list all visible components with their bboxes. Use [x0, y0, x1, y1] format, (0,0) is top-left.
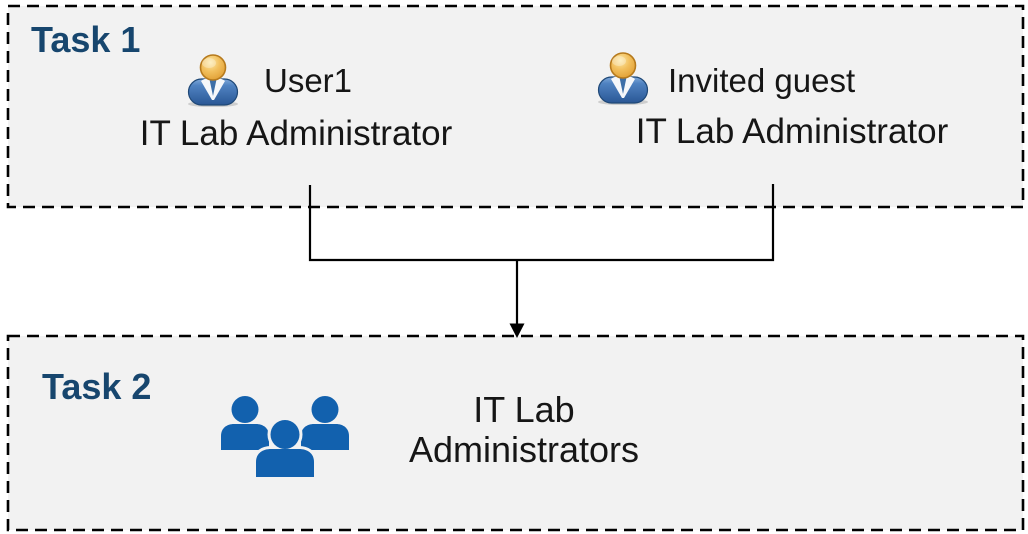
- person-role: IT Lab Administrator: [635, 112, 949, 151]
- task1-title: Task 1: [31, 19, 141, 60]
- person-icon: [597, 52, 649, 105]
- task2-box: [6, 334, 1025, 532]
- person-name: User1: [264, 62, 353, 99]
- people-group-icon: [221, 396, 349, 477]
- task1-box: [6, 4, 1025, 209]
- group-label: IT Lab Administrators: [408, 389, 640, 470]
- arrowhead-down-icon: [509, 323, 525, 338]
- person-icon: [187, 54, 239, 107]
- person-name: Invited guest: [668, 62, 856, 99]
- person-role: IT Lab Administrator: [139, 114, 453, 153]
- task2-title: Task 2: [42, 366, 152, 407]
- connector-merge-line: [308, 184, 775, 262]
